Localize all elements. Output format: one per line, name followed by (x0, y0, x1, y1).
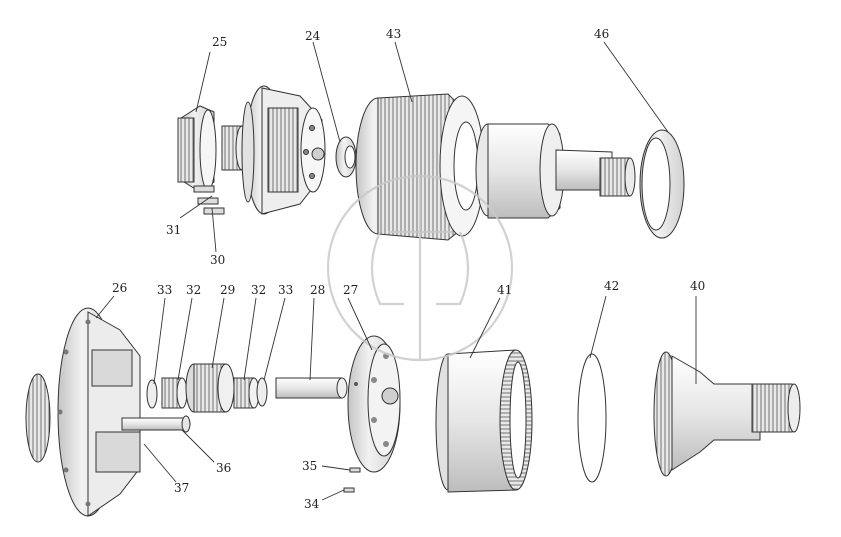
callout-36: 36 (216, 461, 231, 475)
upper-planet-carrier (241, 85, 326, 215)
callout-25: 25 (212, 35, 227, 49)
output-gear-shaft-part-40 (653, 351, 801, 477)
callout-labels: 25 24 43 46 31 30 26 33 32 29 32 33 28 2… (112, 27, 705, 511)
callout-31: 31 (166, 223, 181, 237)
callout-43: 43 (386, 27, 401, 41)
bearing-cone-part-25 (177, 105, 217, 193)
callout-32-left: 32 (186, 283, 201, 297)
callout-30: 30 (210, 253, 225, 267)
callout-28: 28 (310, 283, 325, 297)
thrust-washer-part-33-left (146, 379, 158, 409)
callout-46: 46 (594, 27, 609, 41)
bolt-part-36 (121, 415, 191, 433)
bearing-ring-part-24 (335, 136, 357, 178)
callout-24: 24 (305, 29, 321, 43)
ring-part-46 (639, 129, 685, 239)
callout-37: 37 (174, 481, 189, 495)
watermark-logo (326, 174, 514, 362)
thrust-washer-part-33-right (256, 377, 268, 407)
callout-35: 35 (302, 459, 317, 473)
needle-bearing-part-32-left (161, 377, 188, 409)
callout-42: 42 (604, 279, 619, 293)
planet-gear-part-29 (185, 363, 235, 413)
carrier-plate-part-27 (347, 335, 401, 473)
output-shaft-with-bearing (475, 123, 636, 219)
planet-pin-part-28 (275, 377, 348, 399)
callout-27: 27 (343, 283, 358, 297)
callout-41: 41 (497, 283, 512, 297)
callout-32-right: 32 (251, 283, 266, 297)
callout-34: 34 (304, 497, 320, 511)
dowel-pins-part-35-34 (343, 467, 361, 493)
leader-lines (95, 41, 697, 501)
bolts-part-31-30 (193, 185, 225, 215)
callout-33-left: 33 (157, 283, 172, 297)
callout-29: 29 (220, 283, 235, 297)
housing-flange-part-26 (25, 307, 141, 517)
callout-33-right: 33 (278, 283, 293, 297)
ring-gear-part-41 (435, 349, 533, 493)
callout-40: 40 (690, 279, 705, 293)
snap-ring-part-42 (577, 353, 607, 483)
callout-26: 26 (112, 281, 127, 295)
needle-bearing-part-32-right (233, 377, 260, 409)
